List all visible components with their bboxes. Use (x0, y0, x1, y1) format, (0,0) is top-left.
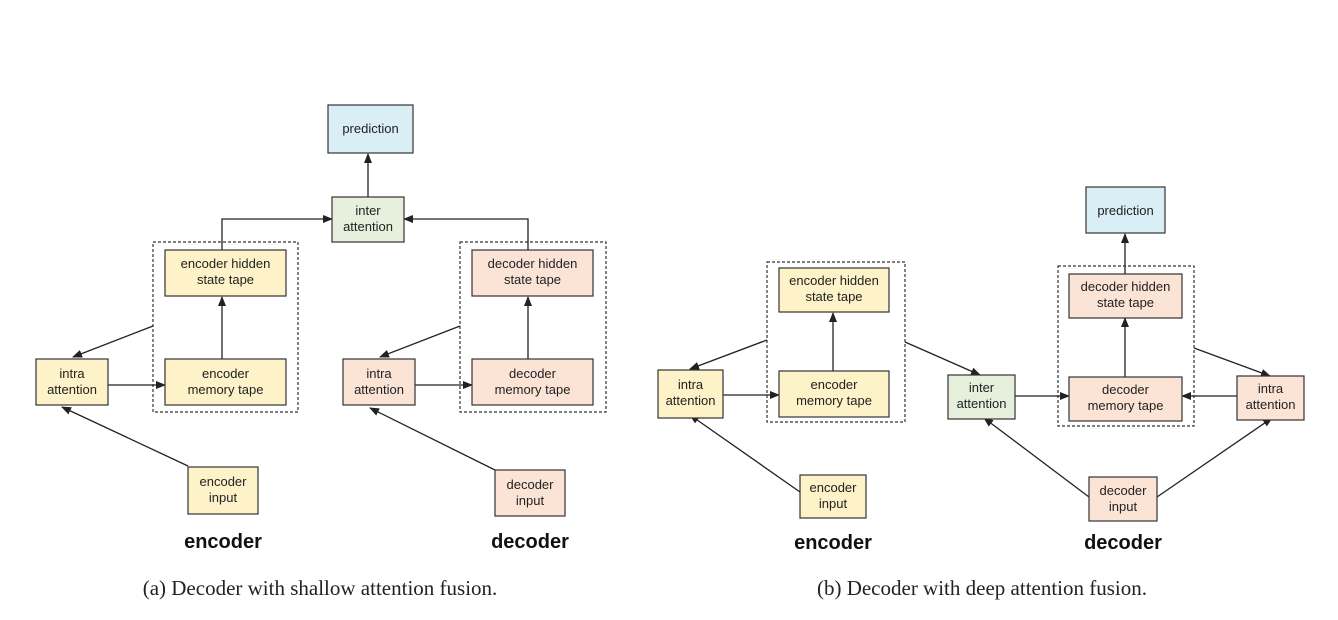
deep-fusion-panel: prediction encoder hidden state tape enc… (657, 186, 1305, 600)
svg-text:state tape: state tape (1097, 295, 1154, 310)
svg-text:decoder: decoder (509, 366, 557, 381)
svg-text:intra: intra (678, 377, 704, 392)
node-dec-intra-b: intra attention (1236, 375, 1305, 421)
edge-enc-hidden-to-inter (221, 215, 333, 250)
node-enc-memory-b: encoder memory tape (778, 370, 890, 418)
edge-dec-input-to-intra-b (1156, 417, 1273, 498)
svg-text:decoder: decoder (1102, 382, 1150, 397)
decoder-group-label-b: decoder (1084, 532, 1162, 554)
edge-dec-group-to-intra-b (1193, 347, 1271, 377)
svg-text:input: input (516, 493, 545, 508)
svg-text:decoder hidden: decoder hidden (488, 256, 578, 271)
edge-dec-group-to-intra (379, 325, 461, 358)
shallow-fusion-panel: prediction inter attention encoder hidde… (35, 104, 607, 600)
node-enc-input-b: encoder input (799, 474, 867, 519)
decoder-tape-group (459, 241, 607, 413)
svg-text:attention: attention (666, 393, 716, 408)
caption-b: (b) Decoder with deep attention fusion. (817, 576, 1147, 600)
deep-edges (689, 233, 1273, 498)
svg-text:decoder: decoder (507, 477, 555, 492)
svg-text:decoder hidden: decoder hidden (1081, 279, 1171, 294)
node-inter-attention-a: inter attention (331, 196, 405, 243)
node-enc-intra-b: intra attention (657, 369, 724, 419)
svg-text:input: input (819, 496, 848, 511)
svg-text:input: input (209, 490, 238, 505)
node-enc-hidden-a: encoder hidden state tape (164, 249, 287, 297)
node-inter-attention-b: inter attention (947, 374, 1016, 420)
node-enc-hidden-b: encoder hidden state tape (778, 267, 890, 313)
svg-text:state tape: state tape (197, 272, 254, 287)
prediction-label: prediction (342, 121, 398, 136)
svg-text:inter: inter (969, 380, 995, 395)
svg-text:encoder hidden: encoder hidden (181, 256, 271, 271)
edge-dec-input-to-intra (369, 407, 496, 471)
svg-text:input: input (1109, 499, 1138, 514)
svg-text:attention: attention (47, 382, 97, 397)
node-enc-intra-a: intra attention (35, 358, 109, 406)
node-prediction-a: prediction (327, 104, 414, 154)
node-dec-input-b: decoder input (1088, 476, 1158, 522)
edge-enc-input-to-intra-b (689, 414, 801, 493)
edge-dec-hidden-to-inter (403, 215, 529, 250)
svg-text:memory tape: memory tape (796, 393, 872, 408)
shallow-edges (61, 153, 532, 471)
svg-text:attention: attention (957, 396, 1007, 411)
decoder-tape-group-b (1057, 265, 1195, 427)
edge-dec-input-to-inter-b (983, 417, 1090, 498)
node-enc-input-a: encoder input (187, 466, 259, 515)
svg-text:attention: attention (354, 382, 404, 397)
svg-text:intra: intra (366, 366, 392, 381)
svg-text:attention: attention (343, 219, 393, 234)
svg-text:memory tape: memory tape (1088, 398, 1164, 413)
node-dec-input-a: decoder input (494, 469, 566, 517)
node-dec-memory-b: decoder memory tape (1068, 376, 1183, 422)
svg-text:encoder: encoder (811, 377, 859, 392)
node-dec-hidden-b: decoder hidden state tape (1068, 273, 1183, 319)
svg-text:decoder: decoder (1100, 483, 1148, 498)
node-dec-hidden-a: decoder hidden state tape (471, 249, 594, 297)
svg-text:memory tape: memory tape (188, 382, 264, 397)
svg-text:encoder: encoder (810, 480, 858, 495)
svg-text:intra: intra (1258, 381, 1284, 396)
svg-text:state tape: state tape (805, 289, 862, 304)
svg-text:encoder hidden: encoder hidden (789, 273, 879, 288)
edge-enc-group-to-intra-b (689, 339, 768, 370)
encoder-tape-group (152, 241, 299, 413)
edge-enc-group-to-intra (72, 325, 154, 358)
svg-text:attention: attention (1246, 397, 1296, 412)
node-dec-intra-a: intra attention (342, 358, 416, 406)
svg-text:state tape: state tape (504, 272, 561, 287)
edge-enc-group-to-inter-b (904, 341, 981, 376)
caption-a: (a) Decoder with shallow attention fusio… (143, 576, 498, 600)
svg-text:inter: inter (355, 203, 381, 218)
encoder-group-label-b: encoder (794, 532, 872, 554)
node-enc-memory-a: encoder memory tape (164, 358, 287, 406)
encoder-group-label-a: encoder (184, 531, 262, 553)
svg-text:intra: intra (59, 366, 85, 381)
svg-text:encoder: encoder (202, 366, 250, 381)
svg-text:prediction: prediction (1097, 203, 1153, 218)
decoder-group-label-a: decoder (491, 531, 569, 553)
node-dec-memory-a: decoder memory tape (471, 358, 594, 406)
node-prediction-b: prediction (1085, 186, 1166, 234)
edge-enc-input-to-intra (61, 406, 189, 467)
svg-text:memory tape: memory tape (495, 382, 571, 397)
svg-text:encoder: encoder (200, 474, 248, 489)
